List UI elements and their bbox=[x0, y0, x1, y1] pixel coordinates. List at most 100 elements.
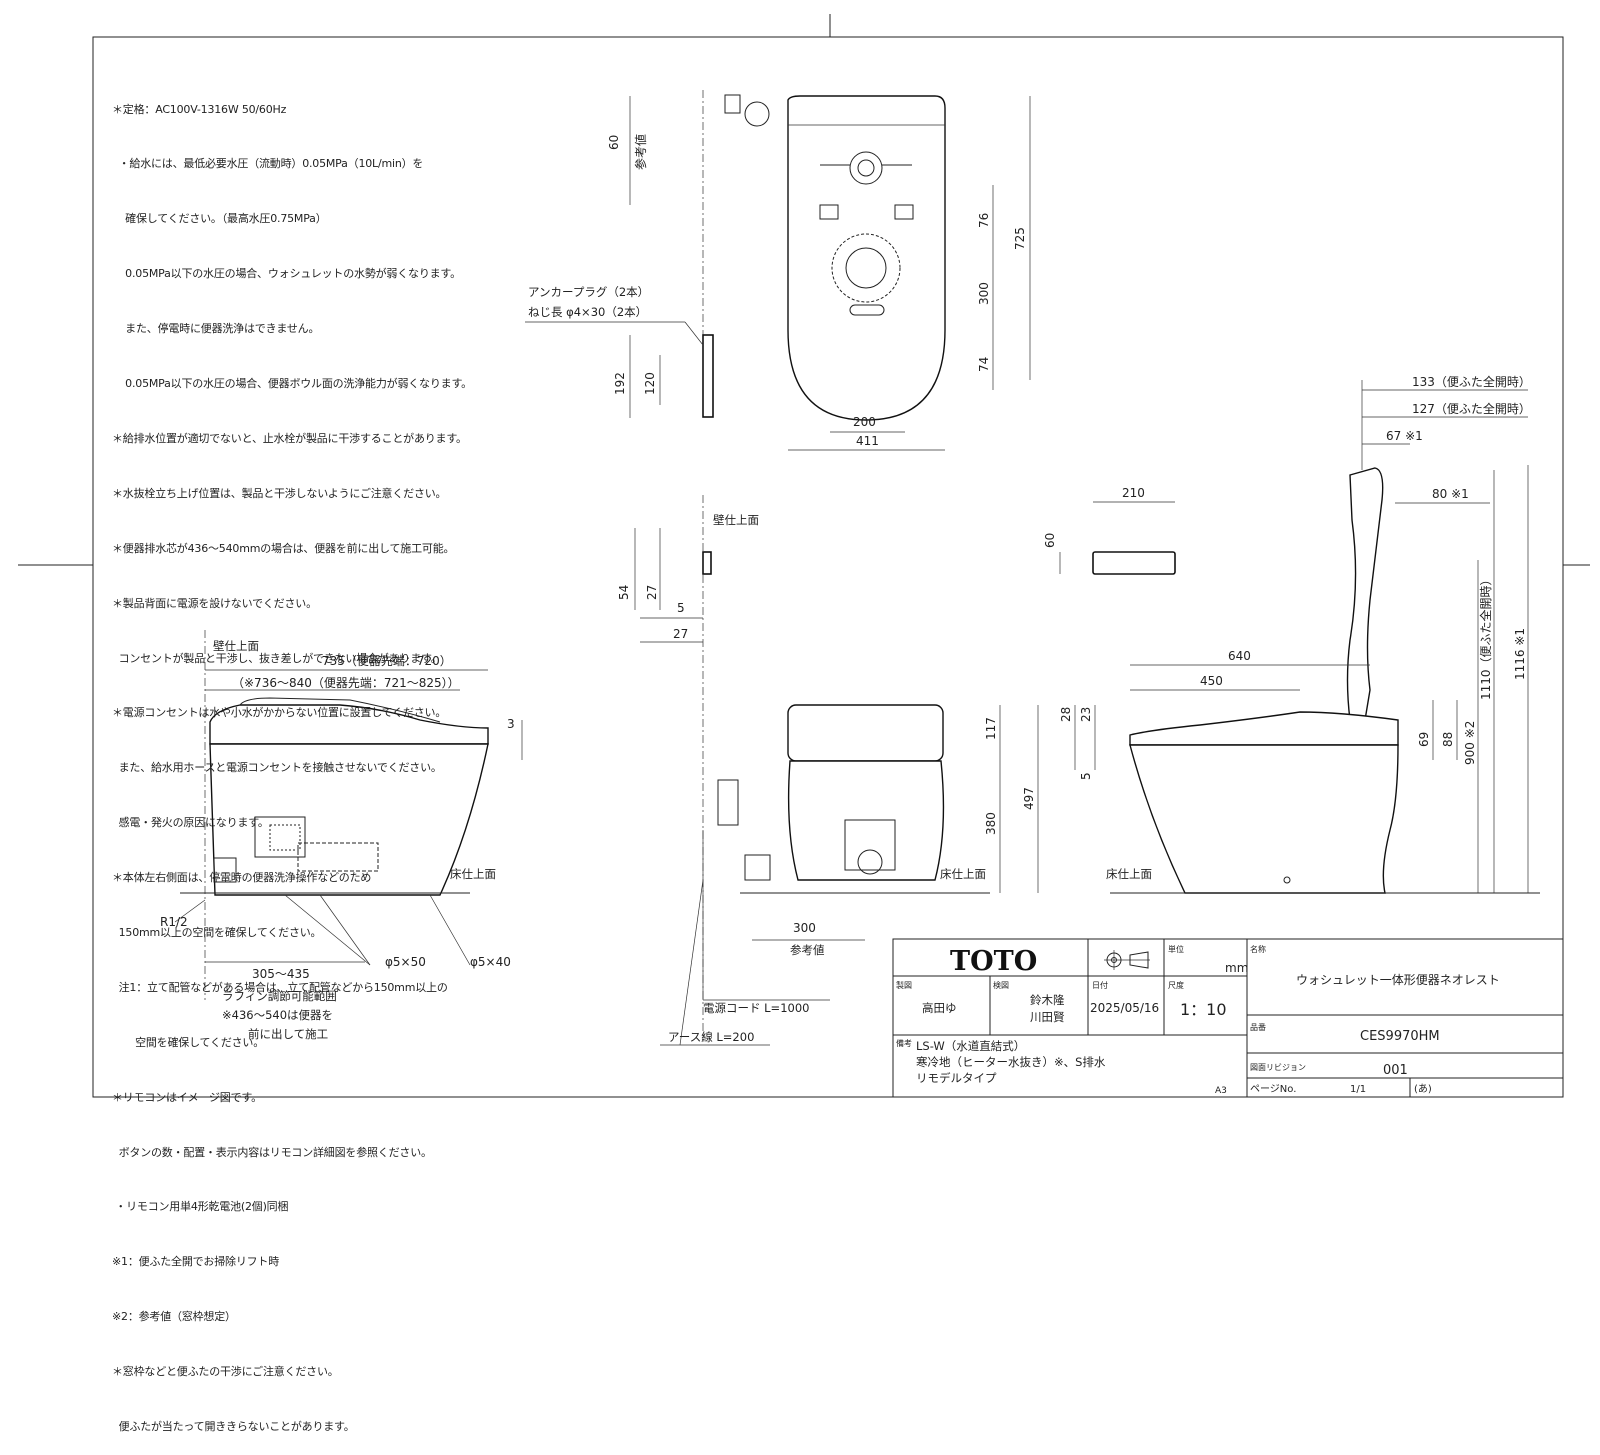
page-value: 1/1 bbox=[1350, 1084, 1366, 1095]
dim-27b: 27 bbox=[673, 627, 688, 641]
floor-finish-right: 床仕上面 bbox=[1106, 867, 1152, 881]
checker-label: 検図 bbox=[993, 980, 1009, 990]
dim-88: 88 bbox=[1441, 732, 1455, 747]
dim-305-435: 305～435 bbox=[252, 967, 310, 981]
dim-23: 23 bbox=[1079, 707, 1093, 722]
screw-length-label: ねじ長 φ4×30（2本） bbox=[528, 305, 647, 319]
note-line: また、停電時に便器洗浄はできません。 bbox=[112, 322, 320, 336]
note-line: ※2：参考値（窓枠想定） bbox=[112, 1310, 236, 1324]
dim-411: 411 bbox=[856, 434, 879, 448]
note-line: 空間を確保してください。 bbox=[112, 1035, 265, 1049]
note-line: ＊給排水位置が適切でないと、止水栓が製品に干渉することがあります。 bbox=[112, 431, 467, 445]
dim-640: 640 bbox=[1228, 649, 1251, 663]
left-side-view bbox=[174, 630, 523, 1000]
power-cord-label: 電源コード L=1000 bbox=[703, 1001, 809, 1015]
note-line: また、給水用ホースと電源コンセントを接触させないでください。 bbox=[112, 761, 442, 775]
dim-60-top: 60 bbox=[607, 135, 621, 150]
dim-117: 117 bbox=[984, 717, 998, 740]
dim-450: 450 bbox=[1200, 674, 1223, 688]
right-side-view bbox=[1074, 380, 1540, 894]
r12-label: R1/2 bbox=[160, 915, 188, 929]
note-line: ＊電源コンセントは水や小水がかからない位置に設置してください。 bbox=[112, 706, 447, 720]
ref-value-front: 参考値 bbox=[790, 943, 825, 957]
floor-finish-left: 床仕上面 bbox=[450, 867, 496, 881]
note-line: ＊便器排水芯が436～540mmの場合は、便器を前に出して施工可能。 bbox=[112, 541, 455, 555]
note-line: ボタンの数・配置・表示内容はリモコン詳細図を参照ください。 bbox=[112, 1145, 432, 1159]
note-line: 注1：立て配管などがある場合は、立て配管などから150mm以上の bbox=[112, 980, 448, 994]
range-note-2: 前に出して施工 bbox=[248, 1027, 328, 1041]
remarks-line: リモデルタイプ bbox=[916, 1071, 997, 1085]
unit-value: mm bbox=[1225, 961, 1248, 975]
dim-60-remote: 60 bbox=[1043, 533, 1057, 548]
page-label: ページNo. bbox=[1250, 1084, 1296, 1095]
dim-300-front: 300 bbox=[793, 921, 816, 935]
earth-wire-label: アース線 L=200 bbox=[668, 1030, 754, 1044]
anchor-plug-label: アンカープラグ（2本） bbox=[528, 285, 649, 299]
remarks-line: LS-W（水道直結式） bbox=[916, 1039, 1025, 1053]
checker-1: 鈴木隆 bbox=[1030, 993, 1065, 1007]
scale-value: 1：10 bbox=[1180, 1000, 1227, 1019]
notes-block: ＊定格：AC100V-1316W 50/60Hz ・給水には、最低必要水圧（流動… bbox=[112, 64, 472, 1455]
drafter-value: 高田ゆ bbox=[922, 1001, 957, 1015]
wall-finish-left: 壁仕上面 bbox=[213, 639, 259, 653]
toto-logo: TOTO bbox=[950, 946, 1037, 977]
note-line: ＊製品背面に電源を設けないでください。 bbox=[112, 596, 317, 610]
range-note-1: ※436～540は便器を bbox=[222, 1008, 333, 1022]
drawing-sheet: 60 参考値 76 300 74 725 200 411 アンカープラグ（2本）… bbox=[18, 14, 1590, 1098]
note-line: 確保してください。（最高水圧0.75MPa） bbox=[112, 212, 327, 226]
remarks-label: 備考 bbox=[896, 1038, 912, 1048]
dim-1110: 1110（便ふた全開時） bbox=[1478, 573, 1493, 700]
remote-top-view bbox=[1059, 501, 1176, 575]
note-line: 0.05MPa以下の水圧の場合、便器ボウル面の洗浄能力が弱くなります。 bbox=[112, 377, 472, 391]
note-line: ・給水には、最低必要水圧（流動時）0.05MPa（10L/min）を bbox=[112, 157, 424, 171]
dim-69: 69 bbox=[1417, 732, 1431, 747]
phi-5x40: φ5×40 bbox=[470, 955, 511, 969]
date-value: 2025/05/16 bbox=[1090, 1001, 1159, 1015]
dim-735: 735（便器先端：720） bbox=[322, 654, 452, 668]
drafter-label: 製図 bbox=[896, 980, 912, 990]
note-line: ・リモコン用単4形乾電池(2個)同梱 bbox=[112, 1200, 289, 1214]
part-label: 品番 bbox=[1250, 1022, 1266, 1032]
date-label: 日付 bbox=[1092, 980, 1108, 990]
note-line: 便ふたが当たって開ききらないことがあります。 bbox=[112, 1419, 355, 1433]
range-label: ラフィン調節可能範囲 bbox=[222, 989, 337, 1003]
part-number: CES9970HM bbox=[1360, 1029, 1440, 1044]
dim-1116: 1116 ※1 bbox=[1513, 628, 1527, 680]
dim-725: 725 bbox=[1013, 227, 1027, 250]
top-view bbox=[525, 90, 1031, 451]
dim-210: 210 bbox=[1122, 486, 1145, 500]
ref-value-top: 参考値 bbox=[633, 134, 648, 170]
dim-74: 74 bbox=[977, 357, 991, 372]
note-line: 150mm以上の空間を確保してください。 bbox=[112, 925, 322, 939]
scale-label: 尺度 bbox=[1168, 980, 1184, 990]
dim-736: （※736～840（便器先端：721～825）） bbox=[232, 676, 460, 690]
dim-28: 28 bbox=[1059, 707, 1073, 722]
dim-5-right: 5 bbox=[1079, 772, 1093, 780]
revision-label: 図面リビジョン bbox=[1250, 1063, 1306, 1072]
dim-5-remote: 5 bbox=[677, 601, 685, 615]
dim-133: 133（便ふた全開時） bbox=[1412, 374, 1531, 389]
note-line: ＊本体左右側面は、停電時の便器洗浄操作などのため bbox=[112, 871, 372, 885]
dim-200: 200 bbox=[853, 415, 876, 429]
wall-finish-remote: 壁仕上面 bbox=[713, 513, 759, 527]
note-line: ＊水抜栓立ち上げ位置は、製品と干渉しないようにご注意ください。 bbox=[112, 486, 447, 500]
dim-900: 900 ※2 bbox=[1463, 721, 1477, 765]
dim-120: 120 bbox=[643, 372, 657, 395]
note-line: ＊窓枠などと便ふたの干渉にご注意ください。 bbox=[112, 1365, 339, 1379]
title-block bbox=[892, 938, 1564, 1098]
sheet-mark: (あ) bbox=[1414, 1083, 1432, 1095]
front-view bbox=[660, 704, 1039, 1046]
note-line: ＊リモコンはイメージ図です。 bbox=[112, 1090, 262, 1104]
note-line: コンセントが製品と干渉し、抜き差しができない場合があります。 bbox=[112, 651, 442, 665]
note-line: ※1：便ふた全開でお掃除リフト時 bbox=[112, 1255, 280, 1269]
note-line: 0.05MPa以下の水圧の場合、ウォシュレットの水勢が弱くなります。 bbox=[112, 267, 461, 281]
dim-27a: 27 bbox=[645, 585, 659, 600]
unit-label: 単位 bbox=[1168, 944, 1184, 954]
checker-2: 川田賢 bbox=[1030, 1010, 1065, 1024]
product-name: ウォシュレット一体形便器ネオレスト bbox=[1296, 973, 1500, 987]
dim-192: 192 bbox=[613, 372, 627, 395]
phi-5x50: φ5×50 bbox=[385, 955, 426, 969]
note-line: ＊定格：AC100V-1316W 50/60Hz bbox=[112, 102, 287, 116]
dim-67: 67 ※1 bbox=[1386, 429, 1423, 443]
name-label: 名称 bbox=[1250, 944, 1266, 954]
